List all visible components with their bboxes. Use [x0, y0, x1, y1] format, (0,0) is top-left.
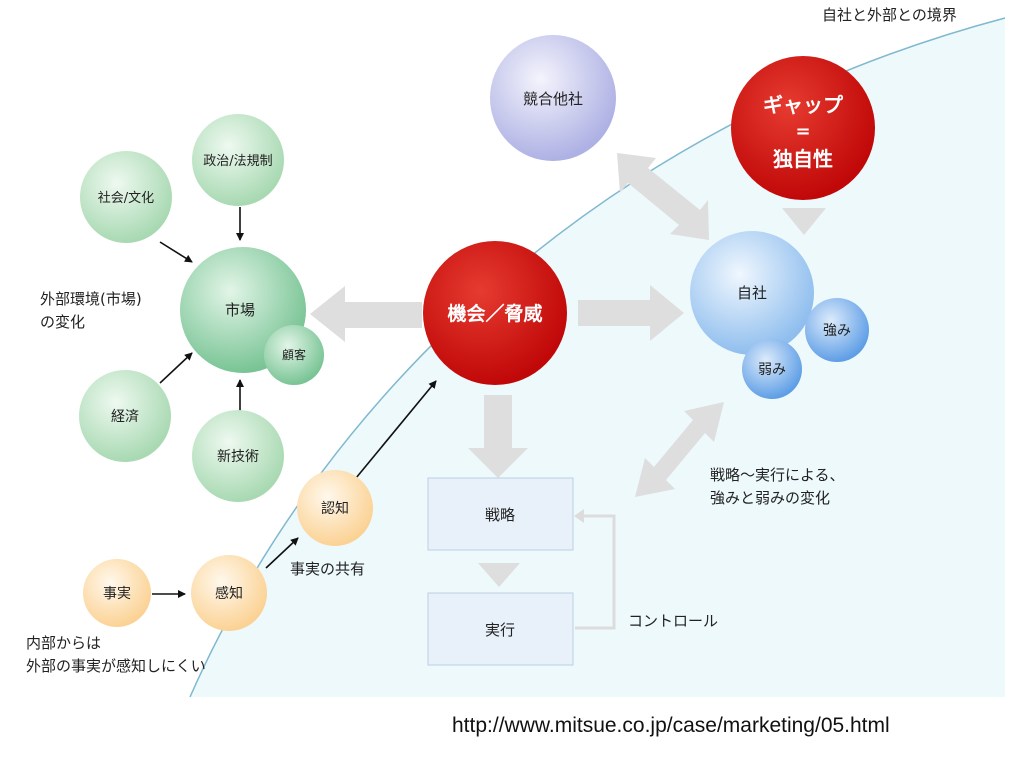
recognition-label: 認知 [321, 500, 349, 517]
gap-label-3: 独自性 [773, 147, 833, 171]
arrow-gap-to-own [782, 208, 826, 235]
arrow-to-market [310, 286, 422, 342]
change-label-1: 戦略～実行による、 [710, 466, 845, 484]
economy-label: 経済 [111, 409, 139, 425]
internal-label-1: 内部からは [26, 634, 101, 652]
society-label: 社会/文化 [98, 190, 154, 206]
box-strategy: 戦略 [427, 477, 574, 551]
market-label: 市場 [225, 301, 255, 319]
node-gap: ギャップ = 独自性 [731, 56, 875, 200]
arrow-to-own-company [578, 285, 684, 341]
node-politics: 政治/法規制 [192, 114, 284, 206]
node-facts: 事実 [83, 559, 151, 627]
control-label: コントロール [628, 612, 718, 630]
node-perception: 感知 [191, 555, 267, 631]
arrow-to-strategy [468, 395, 528, 478]
node-society: 社会/文化 [80, 151, 172, 243]
shared-facts-label: 事実の共有 [290, 560, 365, 578]
weaknesses-label: 弱み [758, 362, 786, 378]
market-change-label-1: 外部環境(市場) [40, 290, 142, 308]
arrow-competitors-own [617, 153, 709, 240]
boundary-label: 自社と外部との境界 [822, 6, 957, 24]
node-own-company: 自社 [690, 231, 814, 355]
arrow-perception-recognition [265, 537, 299, 569]
arrow-recognition-opportunity [355, 380, 437, 479]
box-execution: 実行 [427, 592, 574, 666]
customers-label: 顧客 [282, 347, 306, 362]
politics-label: 政治/法規制 [203, 154, 272, 169]
facts-label: 事実 [103, 586, 131, 602]
block-arrows [310, 153, 826, 587]
strengths-label: 強み [823, 323, 851, 339]
opportunity-threat-label: 機会／脅威 [447, 302, 542, 325]
control-loop-line [575, 514, 616, 630]
thin-arrows [152, 207, 437, 598]
arrow-society-market [159, 241, 193, 263]
market-change-label-2: の変化 [40, 313, 85, 331]
strategy-label: 戦略 [485, 506, 515, 524]
change-label-2: 強みと弱みの変化 [710, 489, 830, 507]
arrow-strategy-to-execution [478, 563, 520, 587]
node-weaknesses: 弱み [742, 339, 802, 399]
source-url: http://www.mitsue.co.jp/case/marketing/0… [452, 714, 890, 737]
arrow-own-change [635, 402, 724, 497]
competitors-label: 競合他社 [523, 90, 583, 108]
node-new-tech: 新技術 [192, 410, 284, 502]
node-competitors: 競合他社 [490, 35, 616, 161]
execution-label: 実行 [485, 621, 515, 639]
node-economy: 経済 [79, 370, 171, 462]
own-company-label: 自社 [737, 284, 767, 302]
gap-label-1: ギャップ [763, 93, 844, 117]
perception-label: 感知 [215, 585, 243, 602]
arrow-economy-market [159, 352, 193, 384]
internal-label-2: 外部の事実が感知しにくい [26, 657, 206, 675]
new-tech-label: 新技術 [217, 449, 259, 465]
control-loop-arrowhead [574, 509, 584, 523]
node-opportunity-threat: 機会／脅威 [423, 241, 567, 385]
node-recognition: 認知 [297, 470, 373, 546]
node-customers: 顧客 [264, 325, 324, 385]
gap-label-2: = [795, 121, 810, 142]
node-strengths: 強み [805, 298, 869, 362]
